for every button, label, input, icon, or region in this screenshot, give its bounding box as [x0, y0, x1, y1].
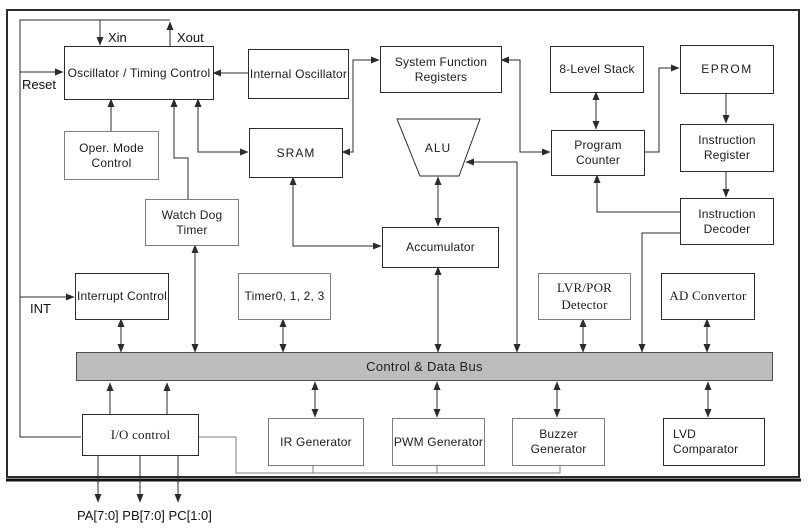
block-accumulator: Accumulator: [382, 227, 499, 268]
block-io-control: I/O control: [82, 414, 199, 456]
block-oscillator-timing-control: Oscillator / Timing Control: [64, 46, 214, 100]
block-lvd-comparator: LVD Comparator: [663, 418, 765, 466]
pin-label-xout: Xout: [177, 30, 204, 45]
block-8-level-stack: 8-Level Stack: [550, 46, 644, 93]
block-program-counter: Program Counter: [551, 130, 645, 176]
alu-shape: [396, 118, 481, 177]
block-ir-generator: IR Generator: [268, 418, 364, 466]
block-pwm-generator: PWM Generator: [392, 418, 485, 466]
block-alu-label: ALU: [424, 140, 452, 155]
block-interrupt-control: Interrupt Control: [75, 273, 169, 320]
control-data-bus: Control & Data Bus: [76, 352, 773, 381]
block-instruction-decoder: Instruction Decoder: [680, 198, 774, 245]
block-system-function-registers: System Function Registers: [380, 46, 502, 93]
diagram-border: [6, 9, 801, 482]
pin-label-reset: Reset: [22, 77, 56, 92]
pin-label-xin: Xin: [108, 30, 127, 45]
block-lvr-por-detector: LVR/POR Detector: [538, 273, 631, 320]
block-buzzer-generator: Buzzer Generator: [512, 418, 605, 466]
block-eprom: EPROM: [680, 45, 774, 94]
block-instruction-register: Instruction Register: [680, 124, 774, 172]
bus-label: Control & Data Bus: [366, 359, 483, 374]
block-sram: SRAM: [249, 128, 343, 178]
block-timer0123: Timer0, 1, 2, 3: [238, 273, 331, 320]
pin-label-int: INT: [30, 301, 51, 316]
io-routing-line: [197, 436, 561, 474]
block-internal-oscillator: Internal Oscillator: [248, 49, 349, 99]
pin-label-ports: PA[7:0] PB[7:0] PC[1:0]: [77, 508, 212, 523]
connectors: [19, 19, 730, 503]
block-watch-dog-timer: Watch Dog Timer: [145, 199, 239, 246]
block-oper-mode-control: Oper. Mode Control: [64, 131, 159, 180]
block-ad-convertor: AD Convertor: [661, 273, 755, 320]
